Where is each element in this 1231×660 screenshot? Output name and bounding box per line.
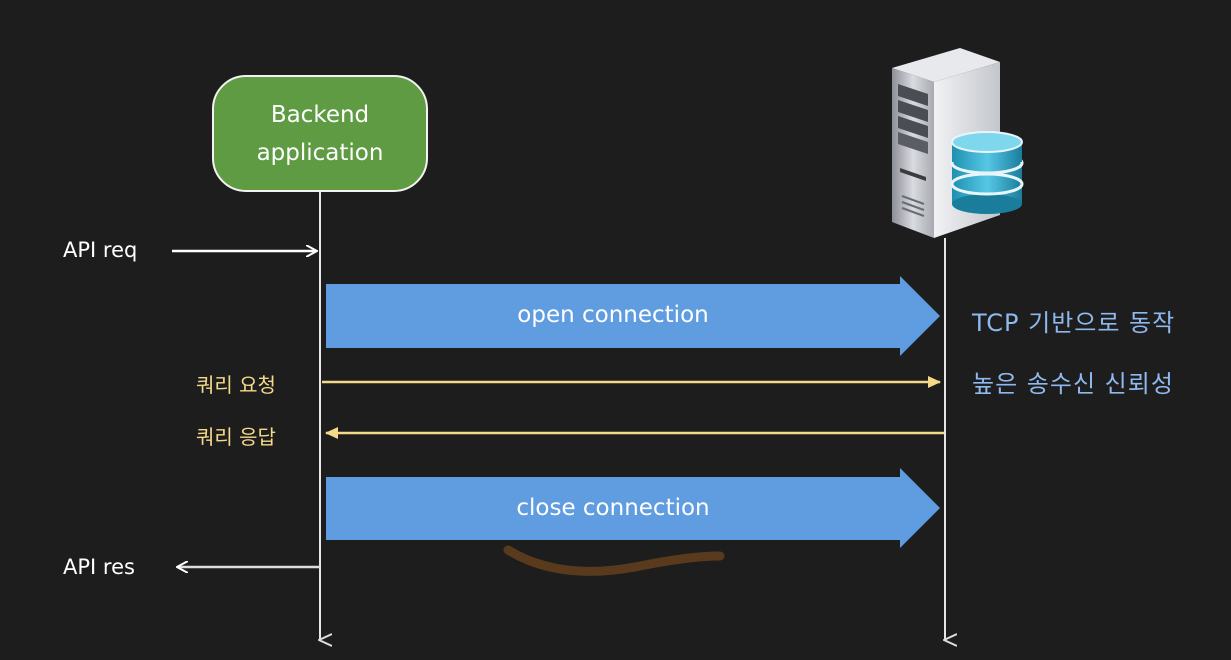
note-high-reliability: 높은 송수신 신뢰성 [972, 370, 1174, 398]
database-cylinder-icon [950, 131, 1024, 214]
api-res-label: API res [63, 555, 135, 579]
api-req-label: API req [63, 238, 138, 262]
close-connection-arrow [326, 468, 940, 548]
query-request-label: 쿼리 요청 [196, 373, 276, 397]
open-connection-arrow [326, 276, 940, 356]
backend-label-line1: Backend [270, 101, 370, 128]
underline-stroke [503, 545, 725, 576]
note-tcp-based: TCP 기반으로 동작 [972, 309, 1176, 337]
query-response-label: 쿼리 응답 [196, 425, 276, 449]
backend-application-box: Backend application [212, 75, 428, 192]
close-connection-label: close connection [516, 495, 710, 521]
database-server-icon [892, 48, 1024, 238]
open-connection-label: open connection [517, 302, 709, 328]
backend-label-line2: application [256, 139, 384, 166]
